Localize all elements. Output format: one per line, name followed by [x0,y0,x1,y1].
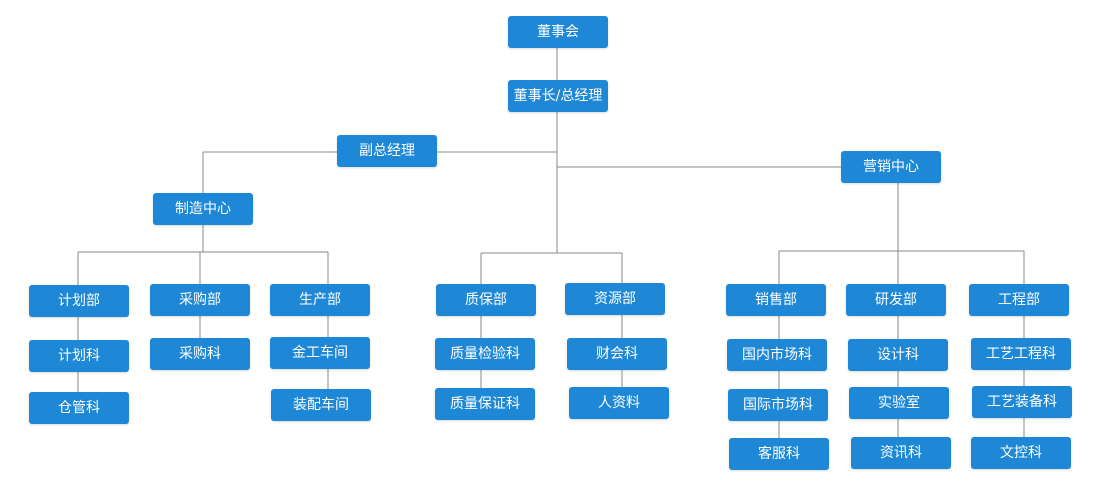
node-metalwork-workshop: 金工车间 [270,337,370,369]
node-customer-service-section: 客服科 [729,438,829,470]
node-manufacturing-center: 制造中心 [153,193,253,225]
node-marketing-center: 营销中心 [841,151,941,183]
node-planning-section: 计划科 [29,340,129,372]
node-process-equipment-section: 工艺装备科 [972,386,1072,418]
node-purchasing-dept: 采购部 [150,284,250,316]
node-quality-inspection-section: 质量检验科 [435,338,535,370]
node-rnd-dept: 研发部 [846,284,946,316]
node-assembly-workshop: 装配车间 [271,389,371,421]
node-design-section: 设计科 [848,339,948,371]
node-finance-section: 财会科 [567,338,667,370]
node-engineering-dept: 工程部 [969,284,1069,316]
node-vice-gm: 副总经理 [337,135,437,167]
node-process-engineering-section: 工艺工程科 [971,338,1071,370]
node-sales-dept: 销售部 [726,284,826,316]
node-hr-section: 人资料 [569,387,669,419]
node-quality-dept: 质保部 [436,284,536,316]
node-quality-assurance-section: 质量保证科 [435,388,535,420]
node-resources-dept: 资源部 [565,283,665,315]
node-domestic-market-section: 国内市场科 [727,339,827,371]
node-board: 董事会 [508,16,608,48]
node-purchasing-section: 采购科 [150,338,250,370]
node-info-section: 资讯科 [851,437,951,469]
node-document-control-section: 文控科 [971,437,1071,469]
node-chairman: 董事长/总经理 [508,80,608,112]
node-planning-dept: 计划部 [29,285,129,317]
node-international-market-section: 国际市场科 [728,389,828,421]
node-production-dept: 生产部 [270,284,370,316]
node-laboratory: 实验室 [849,387,949,419]
node-warehouse-section: 仓管科 [29,392,129,424]
